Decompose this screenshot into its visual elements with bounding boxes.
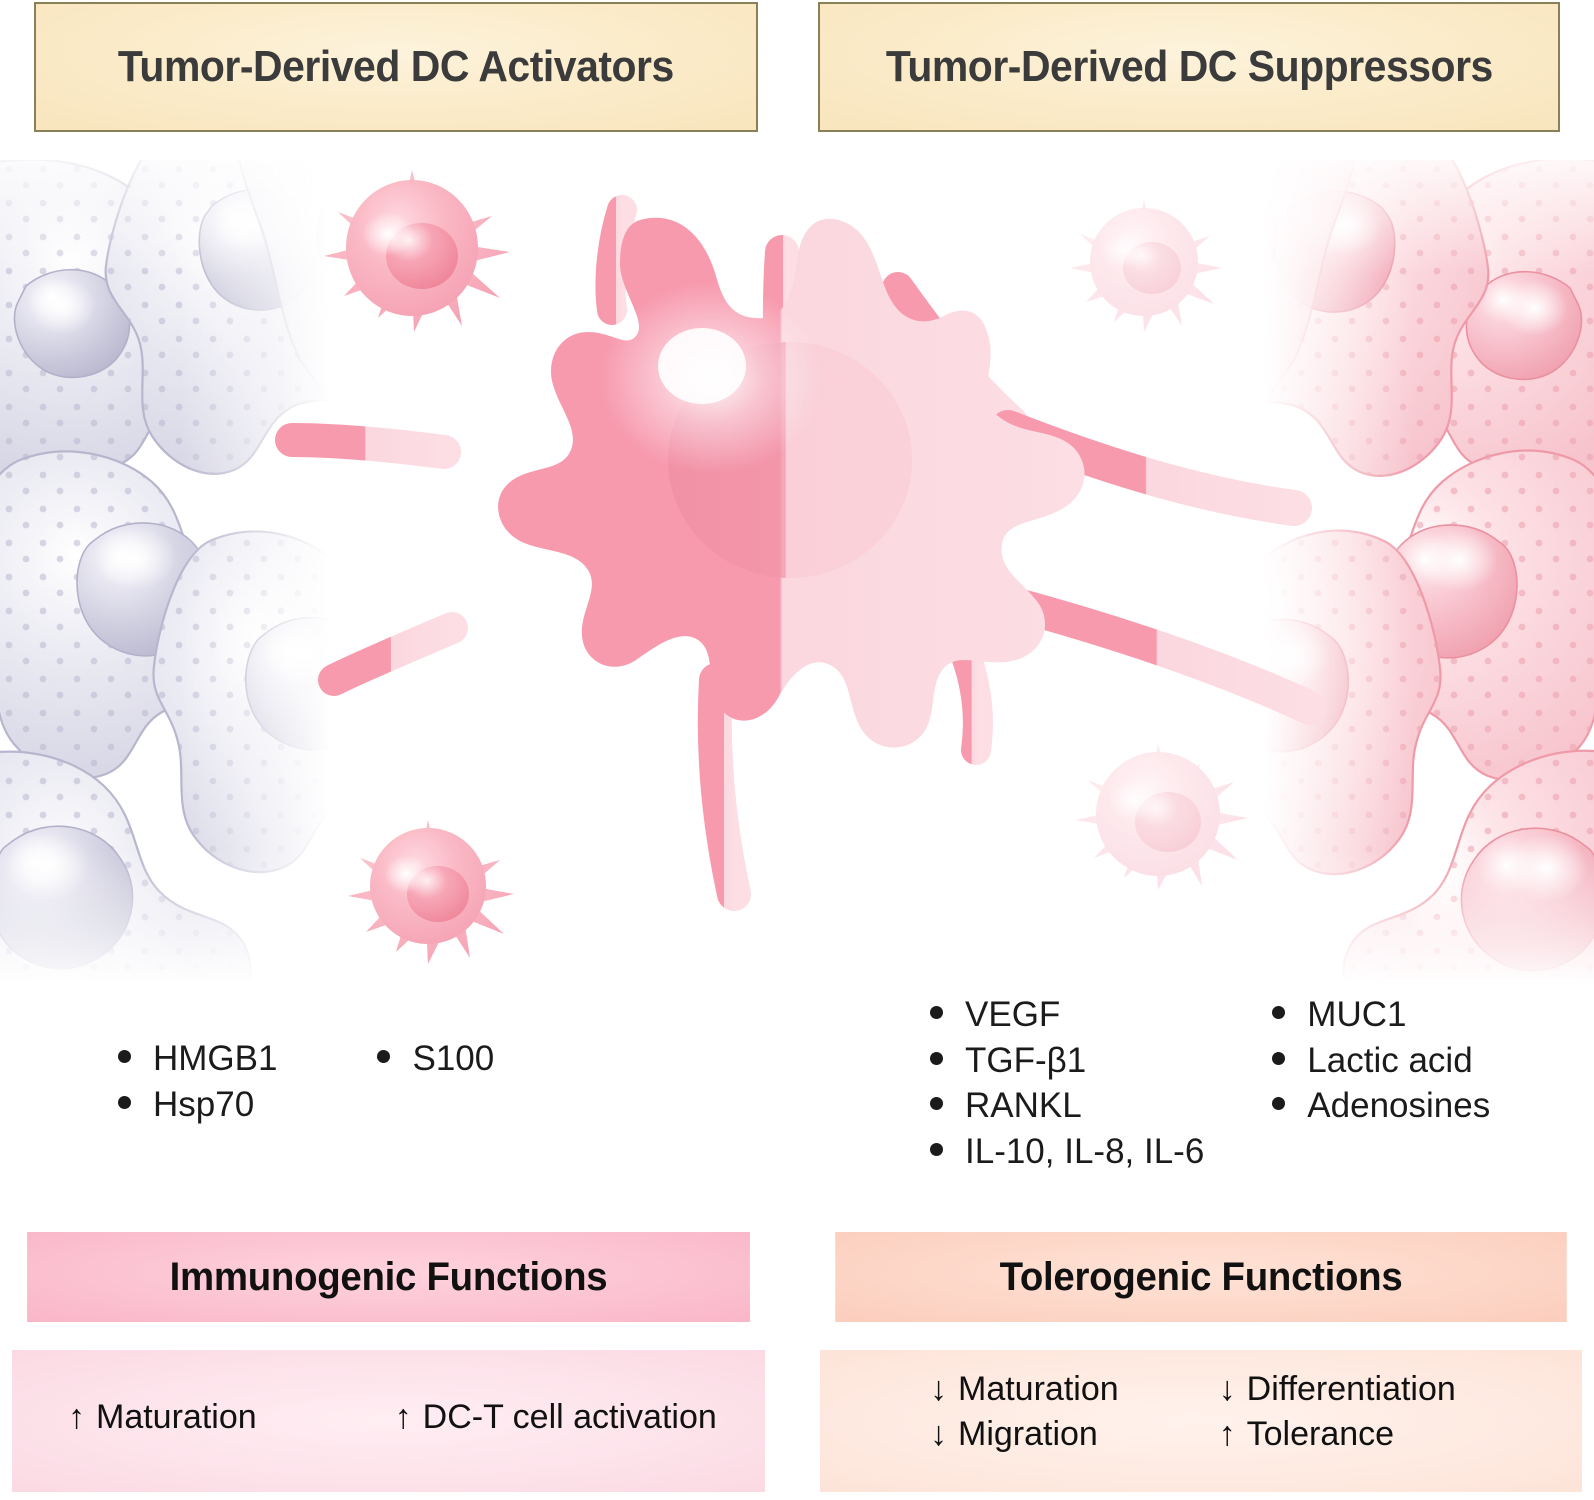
- list-item: VEGF: [930, 992, 1204, 1038]
- header-title-activators: Tumor-Derived DC Activators: [118, 42, 674, 91]
- activator-molecule-list: HMGB1 Hsp70 S100: [118, 1036, 494, 1127]
- function-item: ↑ Maturation: [68, 1395, 257, 1440]
- suppressor-list-column-1: VEGF TGF-β1 RANKL IL-10, IL-8, IL-6: [930, 992, 1204, 1174]
- list-item-label: Hsp70: [153, 1084, 255, 1124]
- immunogenic-column-2: ↑ DC-T cell activation: [395, 1395, 717, 1440]
- up-arrow-icon: ↑: [68, 1398, 85, 1436]
- immunogenic-functions-body: [12, 1350, 765, 1492]
- function-item: ↓ Migration: [930, 1412, 1119, 1457]
- list-item-label: Adenosines: [1307, 1086, 1491, 1125]
- list-item-label: VEGF: [965, 995, 1061, 1034]
- list-item: RANKL: [930, 1083, 1204, 1129]
- dendritic-cell-bottom-right: [1076, 744, 1248, 890]
- up-arrow-icon: ↑: [1218, 1414, 1236, 1453]
- tolerogenic-column-2: ↓ Differentiation ↑ Tolerance: [1219, 1367, 1456, 1457]
- down-arrow-icon: ↓: [1218, 1370, 1236, 1408]
- immunogenic-function-items: ↑ Maturation ↑ DC-T cell activation: [68, 1395, 717, 1440]
- list-item: MUC1: [1272, 992, 1490, 1038]
- list-item: TGF-β1: [930, 1038, 1204, 1084]
- immunogenic-functions-title: Immunogenic Functions: [169, 1254, 608, 1299]
- list-item: Lactic acid: [1272, 1038, 1490, 1084]
- tolerogenic-function-items: ↓ Maturation ↓ Migration ↓ Differentiation …: [930, 1367, 1456, 1457]
- illustration-stage: [0, 160, 1594, 980]
- bullet-icon: [930, 1051, 943, 1065]
- function-item-label: DC-T cell activation: [422, 1398, 717, 1436]
- bullet-icon: [1272, 1097, 1286, 1110]
- dendritic-cell-bottom-left: [348, 820, 514, 964]
- list-item-label: IL-10, IL-8, IL-6: [965, 1131, 1205, 1171]
- cell-illustration: [0, 160, 1594, 980]
- activator-list-column-1: HMGB1 Hsp70: [118, 1036, 277, 1127]
- function-item: ↓ Maturation: [930, 1367, 1119, 1412]
- up-arrow-icon: ↑: [394, 1398, 412, 1436]
- list-item-label: MUC1: [1307, 995, 1407, 1034]
- tolerogenic-functions-title: Tolerogenic Functions: [999, 1254, 1403, 1299]
- function-item-label: Maturation: [96, 1398, 257, 1436]
- tolerogenic-functions-body: [820, 1350, 1582, 1492]
- list-item: S100: [377, 1036, 494, 1082]
- bullet-icon: [930, 1097, 943, 1110]
- bullet-icon: [930, 1006, 943, 1019]
- tumor-mass-left: [0, 160, 330, 980]
- tumor-mass-right: [1264, 160, 1594, 980]
- dendritic-cell-top-right: [1070, 200, 1222, 332]
- bullet-icon: [930, 1142, 943, 1156]
- bullet-icon: [118, 1095, 131, 1109]
- central-dendritic-cell: [275, 195, 1327, 911]
- header-box-suppressors: Tumor-Derived DC Suppressors: [818, 2, 1560, 132]
- list-item: IL-10, IL-8, IL-6: [930, 1129, 1204, 1175]
- function-item-label: Tolerance: [1246, 1414, 1395, 1453]
- suppressor-list-column-2: MUC1 Lactic acid Adenosines: [1272, 992, 1490, 1174]
- header-box-activators: Tumor-Derived DC Activators: [34, 2, 758, 132]
- list-item-label: RANKL: [965, 1086, 1082, 1125]
- suppressor-molecule-list: VEGF TGF-β1 RANKL IL-10, IL-8, IL-6 MUC1: [930, 992, 1490, 1174]
- tolerogenic-column-1: ↓ Maturation ↓ Migration: [930, 1367, 1119, 1457]
- tolerogenic-functions-banner: Tolerogenic Functions: [835, 1232, 1567, 1322]
- immunogenic-functions-banner: Immunogenic Functions: [27, 1232, 750, 1322]
- down-arrow-icon: ↓: [930, 1370, 947, 1408]
- list-item-label: Lactic acid: [1307, 1040, 1473, 1080]
- function-item-label: Maturation: [958, 1370, 1119, 1408]
- dendritic-cell-top-left: [324, 170, 510, 332]
- function-item-label: Differentiation: [1246, 1370, 1456, 1408]
- list-item: Hsp70: [118, 1082, 277, 1128]
- activator-list-column-2: S100: [377, 1036, 494, 1127]
- immunogenic-column-1: ↑ Maturation: [68, 1395, 257, 1440]
- function-item-label: Migration: [958, 1414, 1098, 1453]
- header-title-suppressors: Tumor-Derived DC Suppressors: [885, 42, 1493, 91]
- bullet-icon: [1272, 1051, 1286, 1065]
- list-item-label: TGF-β1: [965, 1040, 1087, 1080]
- function-item: ↑ DC-T cell activation: [395, 1395, 717, 1440]
- function-item: ↓ Differentiation: [1219, 1367, 1456, 1412]
- list-item-label: HMGB1: [153, 1039, 278, 1078]
- down-arrow-icon: ↓: [930, 1414, 947, 1453]
- bullet-icon: [118, 1050, 131, 1063]
- list-item-label: S100: [412, 1039, 495, 1078]
- list-item: HMGB1: [118, 1036, 277, 1082]
- bullet-icon: [377, 1050, 391, 1063]
- bullet-icon: [1272, 1006, 1286, 1019]
- function-item: ↑ Tolerance: [1219, 1412, 1456, 1457]
- list-item: Adenosines: [1272, 1083, 1490, 1129]
